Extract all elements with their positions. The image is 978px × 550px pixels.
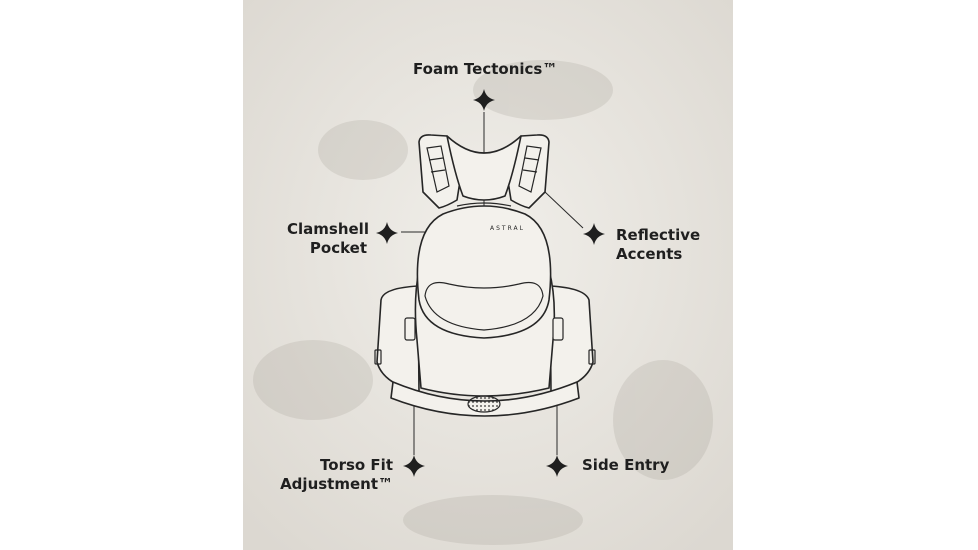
clamshell-pocket xyxy=(416,205,552,339)
sparkle-markers xyxy=(376,89,605,477)
label-torso-fit-adjustment: Torso Fit Adjustment™ xyxy=(280,456,393,493)
label-side-entry: Side Entry xyxy=(582,456,670,474)
texture-blotches xyxy=(253,60,713,545)
diagram-panel: ASTRAL Foam Tectonics™ Clamshell Pocket … xyxy=(243,0,733,550)
leader-reflective xyxy=(544,191,584,229)
vent-grille xyxy=(467,395,501,413)
sparkle-icon-torso xyxy=(403,455,425,477)
sparkle-icon-foam xyxy=(473,89,495,111)
label-clamshell-pocket: Clamshell Pocket xyxy=(287,220,369,257)
brand-mark: ASTRAL xyxy=(490,225,525,232)
pfd-vest-illustration: ASTRAL xyxy=(243,0,733,550)
sparkle-icon-reflective xyxy=(583,223,605,245)
vest-outline xyxy=(376,134,594,417)
strap-details xyxy=(374,145,596,365)
waist-band xyxy=(390,381,580,417)
sparkle-icon-side xyxy=(546,455,568,477)
label-foam-tectonics: Foam Tectonics™ xyxy=(413,60,558,78)
back-collar xyxy=(446,135,522,201)
sparkle-icon-clamshell xyxy=(376,222,398,244)
label-reflective-accents: Reflective Accents xyxy=(616,226,701,263)
